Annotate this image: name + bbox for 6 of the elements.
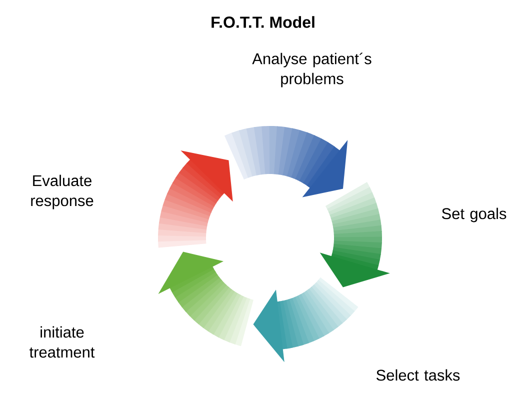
- step-label: Analyse patient´s problems: [252, 52, 372, 88]
- step-label: Evaluate response: [31, 174, 94, 210]
- title: F.O.T.T. Model: [212, 16, 314, 28]
- step-label: initiate treatment: [30, 326, 95, 358]
- step-label: Select tasks: [376, 369, 460, 381]
- step-label: Set goals: [442, 208, 506, 222]
